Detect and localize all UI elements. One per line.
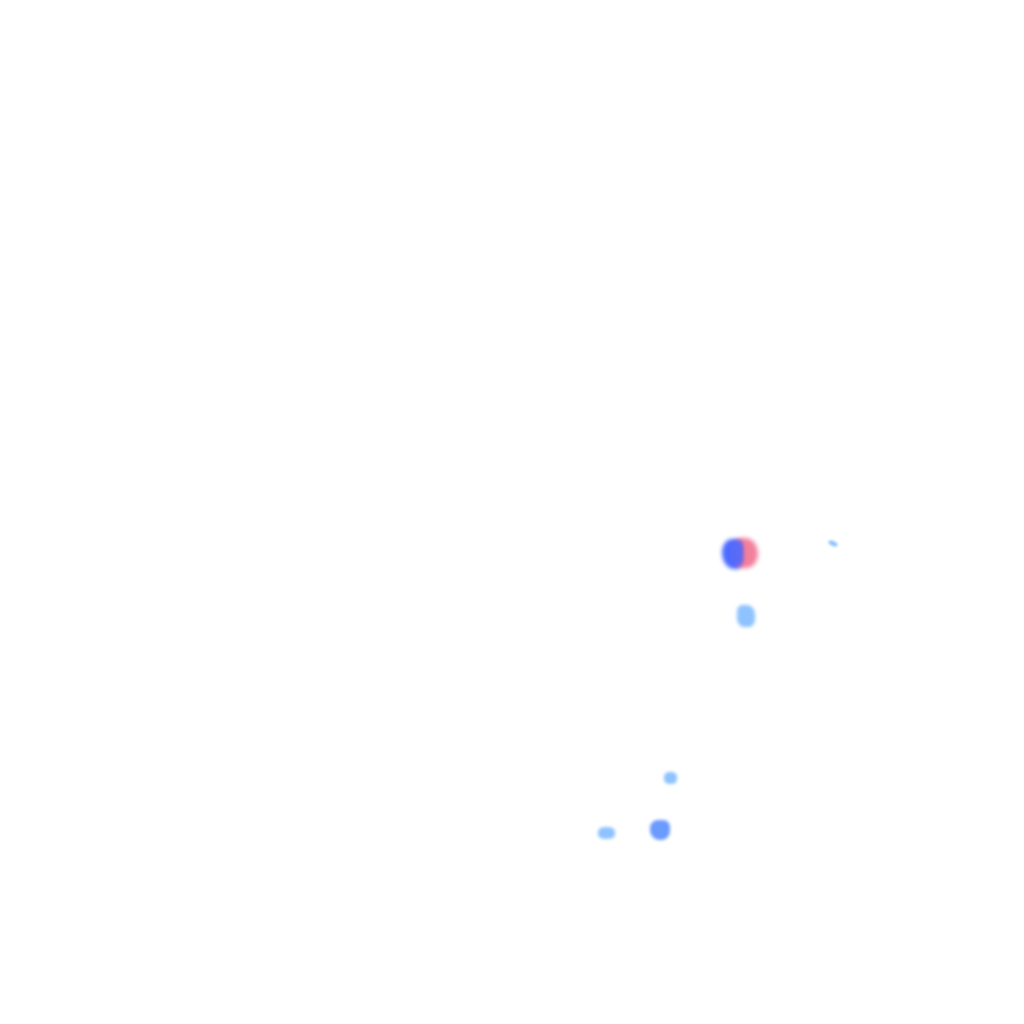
- pale-blue-blob: [598, 827, 615, 839]
- light-blue-blob: [737, 605, 755, 627]
- blob-core: [731, 541, 743, 565]
- small-blue-blob: [664, 772, 677, 784]
- tiny-blue-speck: [827, 539, 839, 548]
- mid-blue-blob: [650, 820, 670, 840]
- two-tone-blob: [720, 536, 762, 572]
